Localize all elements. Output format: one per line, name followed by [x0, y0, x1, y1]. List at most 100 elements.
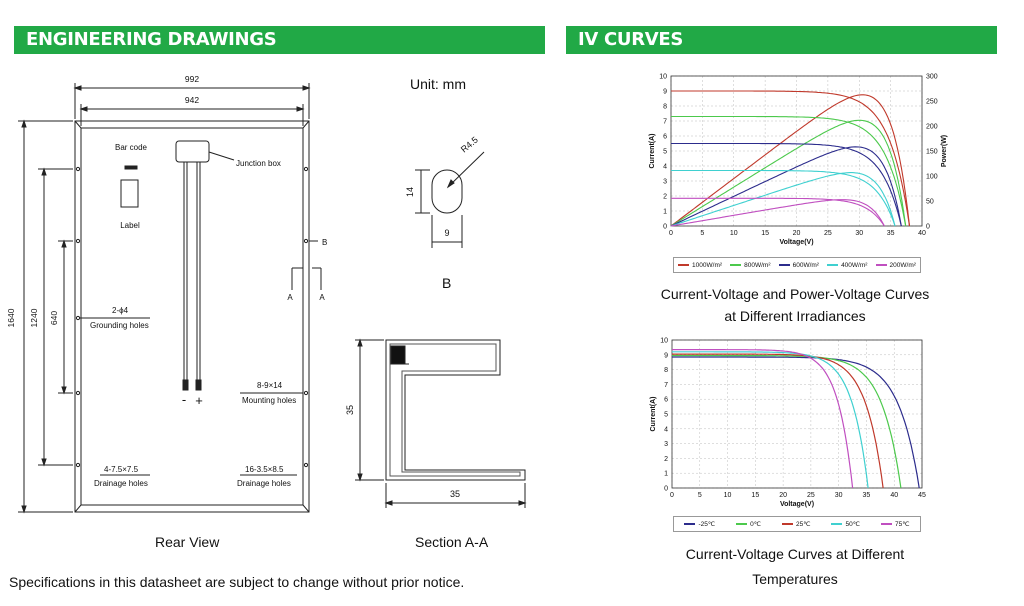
legend-label: 75℃ [894, 521, 910, 528]
iv-curve [671, 169, 896, 227]
legend-swatch [827, 264, 839, 266]
junction-box [175, 140, 210, 163]
legend-label: 50℃ [845, 521, 861, 528]
temperature-legend: -25℃ 0℃ 25℃ 50℃ 75℃ [673, 516, 921, 532]
legend-item: 1000W/m² [678, 262, 722, 269]
section-caption: Section A-A [415, 534, 489, 550]
legend-item: 400W/m² [827, 262, 867, 269]
iv-curve [672, 349, 854, 489]
legend-swatch [730, 264, 742, 266]
legend-label: 800W/m² [744, 261, 771, 269]
legend-item: 800W/m² [730, 261, 771, 269]
legend-swatch [880, 523, 892, 525]
temperature-caption-line1: Current-Voltage Curves at Different [685, 546, 905, 562]
power-curve [670, 146, 902, 227]
y2-tick-label: 0 [926, 224, 930, 231]
x-tick-label: 25 [824, 230, 832, 237]
label-label: Label [120, 221, 140, 230]
footer-disclaimer: Specifications in this datasheet are sub… [9, 574, 465, 590]
x-tick-label: 15 [761, 230, 769, 237]
y-tick-label: 10 [660, 338, 668, 345]
drainage-label-1: Drainage holes [94, 479, 148, 488]
y-tick-label: 5 [663, 149, 667, 156]
y2-tick-label: 100 [926, 174, 938, 181]
iv-curve [671, 90, 911, 227]
x-tick-label: 30 [835, 492, 843, 499]
mounting-qty: 8-9×14 [257, 381, 283, 390]
grounding-label: Grounding holes [90, 321, 149, 330]
iv-curve [671, 142, 902, 227]
iv-curve [671, 197, 885, 227]
y-tick-label: 2 [663, 194, 667, 201]
plus-terminal: + [195, 393, 203, 408]
detail-b-marker: B [322, 238, 327, 247]
iv-curve [671, 115, 907, 227]
iv-curve [672, 351, 869, 489]
legend-item: 25℃ [782, 520, 811, 528]
y-tick-label: 3 [663, 179, 667, 186]
power-curve [670, 119, 907, 227]
plot-frame [671, 339, 923, 489]
dim-height-outer: 1640 [6, 308, 16, 327]
legend-swatch [875, 264, 887, 266]
section-a-marker-2: A [319, 293, 325, 302]
x-tick-label: 25 [807, 492, 815, 499]
y2-tick-label: 200 [926, 124, 938, 131]
y-tick-label: 1 [664, 471, 668, 478]
section-width-label: 35 [450, 489, 460, 499]
drainage-label-2: Drainage holes [237, 479, 291, 488]
y2-tick-label: 50 [926, 199, 934, 206]
legend-label: 0℃ [750, 521, 762, 528]
legend-item: 75℃ [880, 520, 910, 528]
legend-label: 200W/m² [889, 261, 916, 269]
y2-tick-label: 300 [926, 74, 938, 81]
legend-swatch [782, 523, 793, 525]
y-tick-label: 9 [664, 352, 668, 359]
legend-item: 200W/m² [875, 261, 916, 269]
legend-swatch [684, 523, 696, 525]
legend-item: 600W/m² [778, 262, 819, 269]
dim-height-inner: 640 [49, 311, 59, 325]
y-tick-label: 4 [663, 164, 667, 171]
grounding-qty: 2-ϕ4 [112, 306, 129, 315]
x-tick-label: 30 [855, 230, 863, 237]
x-tick-label: 40 [918, 230, 926, 237]
legend-label: 25℃ [796, 521, 811, 528]
section-a-marker-1: A [287, 293, 293, 302]
x-tick-label: 20 [779, 492, 787, 499]
panel-frame-outer [74, 120, 310, 513]
y-tick-label: 8 [664, 367, 668, 374]
power-curve [670, 94, 911, 227]
y2-tick-label: 250 [926, 99, 938, 106]
irradiance-caption-line2: at Different Irradiances [724, 308, 866, 324]
legend-swatch [778, 264, 790, 266]
panel-frame-inner [80, 127, 304, 506]
y2-tick-label: 150 [926, 149, 938, 156]
y-tick-label: 7 [663, 119, 667, 126]
slot-height-label: 14 [405, 187, 415, 197]
power-curve [670, 172, 896, 227]
irradiance-legend: 1000W/m² 800W/m² 600W/m² 400W/m² 200W/m² [673, 257, 921, 273]
x-tick-label: 10 [724, 492, 732, 499]
x-axis-title: Voltage(V) [779, 239, 813, 246]
iv-curves-header: IV CURVES [566, 26, 997, 54]
y-tick-label: 9 [663, 89, 667, 96]
detail-b-caption: B [442, 275, 452, 291]
x-tick-label: 40 [890, 492, 898, 499]
x-tick-label: 10 [730, 230, 738, 237]
y-tick-label: 8 [663, 104, 667, 111]
y-tick-label: 3 [664, 441, 668, 448]
dim-height-mid: 1240 [29, 308, 39, 327]
y-axis-title: Current(A) [649, 134, 656, 169]
x-tick-label: 45 [918, 492, 926, 499]
legend-swatch [678, 264, 690, 266]
y-tick-label: 0 [664, 486, 668, 493]
legend-label: 400W/m² [841, 261, 868, 269]
dim-width-inner: 942 [185, 95, 199, 105]
x-tick-label: 35 [863, 492, 871, 499]
power-curve [670, 199, 885, 227]
y-tick-label: 6 [663, 134, 667, 141]
rear-view-caption: Rear View [155, 534, 220, 550]
